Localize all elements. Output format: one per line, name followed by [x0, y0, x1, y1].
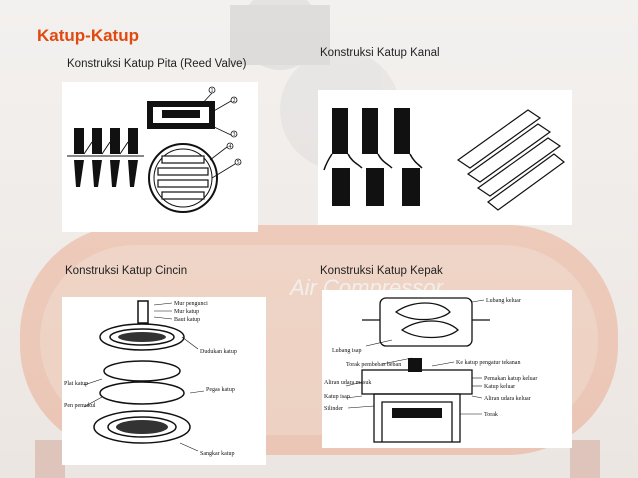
svg-text:Sangkar katup: Sangkar katup [200, 451, 235, 457]
caption-reed-valve: Konstruksi Katup Pita (Reed Valve) [67, 58, 247, 70]
svg-text:2: 2 [233, 98, 236, 104]
svg-text:Lubang keluar: Lubang keluar [486, 298, 521, 304]
svg-text:3: 3 [233, 132, 236, 138]
svg-text:Pegas katup: Pegas katup [206, 387, 235, 393]
svg-text:Dudukan katup: Dudukan katup [200, 349, 237, 355]
svg-text:Lubang isap: Lubang isap [332, 348, 362, 354]
svg-text:Aliran udara masuk: Aliran udara masuk [324, 380, 371, 386]
kanal-valve-diagram [318, 90, 572, 225]
svg-text:Katup isap: Katup isap [324, 394, 350, 400]
svg-text:Torak pembebas beban: Torak pembebas beban [346, 362, 401, 368]
svg-text:Baut katup: Baut katup [174, 317, 200, 323]
svg-text:Aliran udara keluar: Aliran udara keluar [484, 396, 531, 402]
caption-cincin-valve: Konstruksi Katup Cincin [65, 265, 188, 277]
svg-text:Plat katup: Plat katup [64, 381, 88, 387]
svg-text:5: 5 [237, 160, 240, 166]
caption-kepak-valve: Konstruksi Katup Kepak [320, 265, 443, 277]
svg-text:Pen pemukul: Pen pemukul [64, 403, 96, 409]
svg-text:1: 1 [211, 88, 214, 94]
svg-text:4: 4 [229, 144, 232, 150]
svg-text:Ke katup pengatur tekanan: Ke katup pengatur tekanan [456, 360, 520, 366]
svg-text:Silinder: Silinder [324, 406, 343, 412]
svg-text:Mur pengunci: Mur pengunci [174, 301, 208, 307]
reed-valve-diagram: 1 2 3 4 5 [62, 82, 258, 232]
cincin-valve-diagram: Mur pengunci Mur katup Baut katup Duduka… [62, 297, 266, 465]
svg-text:Katup keluar: Katup keluar [484, 384, 515, 390]
slide-title: Katup-Katup [37, 26, 139, 45]
svg-text:Torak: Torak [484, 412, 498, 418]
kepak-valve-diagram: Lubang keluar Lubang isap Torak pembebas… [322, 290, 572, 448]
svg-text:Pemakan katup keluar: Pemakan katup keluar [484, 376, 537, 382]
caption-kanal-valve: Konstruksi Katup Kanal [320, 47, 440, 59]
svg-text:Mur katup: Mur katup [174, 309, 199, 315]
